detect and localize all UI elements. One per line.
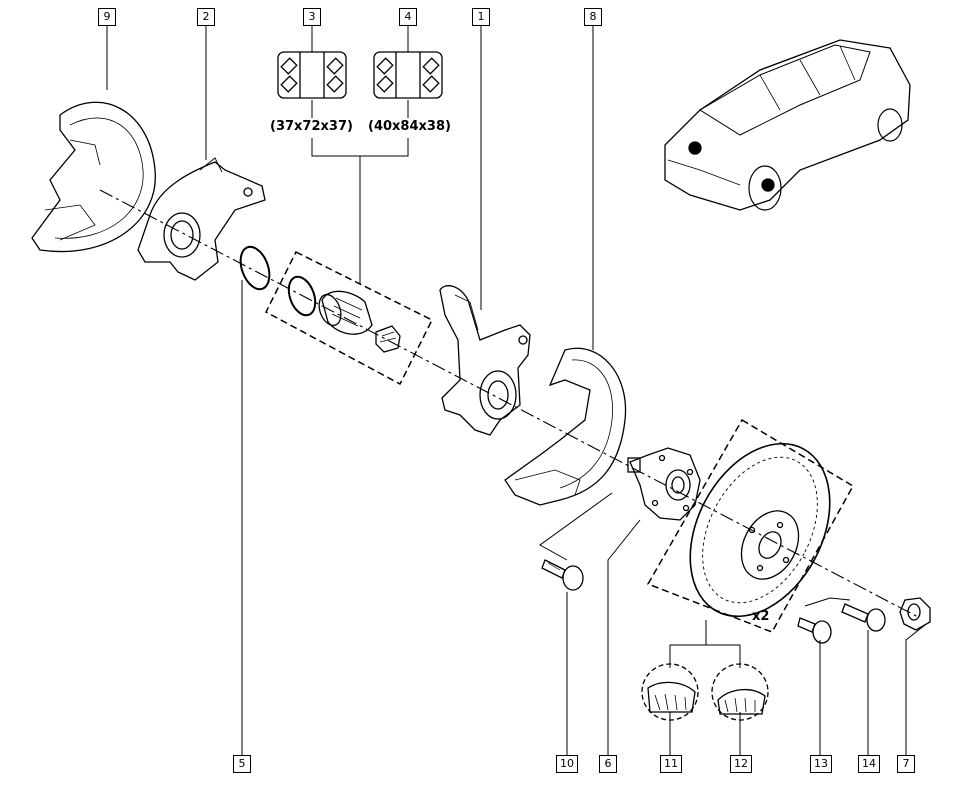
steering-knuckle-center [439, 285, 531, 436]
bolt-10 [541, 559, 584, 591]
disc-detail-11 [641, 663, 699, 721]
steering-knuckle-left [137, 157, 266, 281]
disc-detail-12 [711, 663, 769, 721]
part-label-7: 7 [897, 755, 915, 773]
part-label-12: 12 [730, 755, 752, 773]
axis-centerline [99, 189, 921, 619]
bearing-size-large: (40x84x38) [368, 119, 451, 134]
dust-shield-center [504, 347, 627, 506]
quantity-x2: x2 [752, 609, 770, 624]
part-label-1: 1 [472, 8, 490, 26]
circlip-5 [239, 245, 271, 291]
part-label-11: 11 [660, 755, 682, 773]
part-label-9: 9 [98, 8, 116, 26]
leader-lines [106, 24, 926, 755]
part-label-5: 5 [233, 755, 251, 773]
bearing-icon-small [277, 51, 347, 99]
kit-boxes [265, 250, 855, 633]
bearing-icon-large [373, 51, 443, 99]
dust-shield-left [31, 101, 156, 253]
bearing-size-small: (37x72x37) [270, 119, 353, 134]
hub-nut-7 [899, 597, 931, 631]
part-label-2: 2 [197, 8, 215, 26]
part-label-8: 8 [584, 8, 602, 26]
bolt-14 [841, 603, 886, 632]
part-label-13: 13 [810, 755, 832, 773]
part-label-10: 10 [556, 755, 578, 773]
part-label-4: 4 [399, 8, 417, 26]
car-illustration [664, 39, 911, 211]
bolt-13 [797, 617, 832, 644]
bearing-kit [287, 275, 401, 353]
part-label-3: 3 [303, 8, 321, 26]
part-label-6: 6 [599, 755, 617, 773]
brake-disc [689, 442, 831, 618]
part-label-14: 14 [858, 755, 880, 773]
wheel-hub [627, 447, 701, 521]
